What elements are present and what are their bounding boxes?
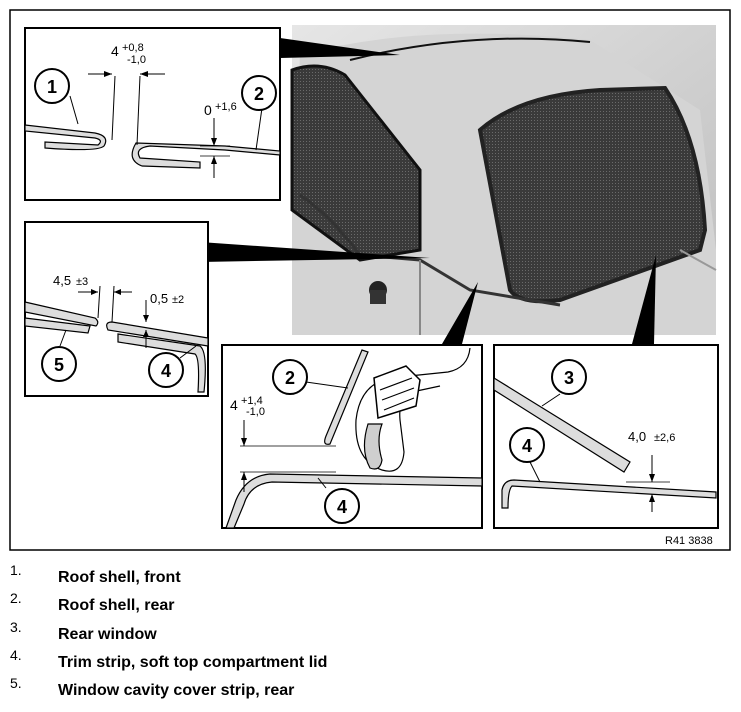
pointer-wedge — [280, 38, 400, 58]
svg-text:5: 5 — [54, 355, 64, 375]
detail-panel-roof-shells — [24, 27, 281, 201]
dimension-label: 4 +1,4 -1,0 — [230, 395, 265, 418]
callout-5: 5 — [41, 346, 77, 382]
svg-text:4: 4 — [337, 497, 347, 517]
svg-text:4: 4 — [230, 397, 238, 413]
legend-item: 2. Roof shell, rear — [0, 590, 741, 618]
dimension-label: 4,0 ±2,6 — [628, 429, 675, 444]
legend-number: 3. — [10, 619, 22, 635]
dimension-label: 0,5 ±2 — [150, 291, 184, 306]
svg-text:2: 2 — [285, 368, 295, 388]
legend-text: Rear window — [58, 626, 157, 643]
pointer-wedge — [200, 242, 430, 262]
side-window — [290, 64, 422, 262]
callout-1: 1 — [34, 68, 70, 104]
legend-text: Roof shell, front — [58, 569, 181, 586]
legend-number: 4. — [10, 647, 22, 663]
legend-number: 1. — [10, 562, 22, 578]
detail-panel-rear-window — [493, 344, 719, 529]
dimension-label: 4,5 ±3 — [53, 273, 88, 288]
callout-4: 4 — [509, 427, 545, 463]
pointer-wedge — [632, 255, 656, 344]
svg-text:3: 3 — [564, 368, 574, 388]
svg-text:0: 0 — [204, 102, 212, 118]
legend-number: 5. — [10, 675, 22, 691]
svg-text:±2: ±2 — [172, 294, 184, 306]
reference-code: R41 3838 — [665, 535, 713, 547]
svg-text:±2,6: ±2,6 — [654, 432, 675, 444]
callout-2: 2 — [241, 75, 277, 111]
detail-panel-window-seal — [221, 344, 483, 529]
dimension-label: 4 +0,8 -1,0 — [111, 42, 146, 66]
callout-4: 4 — [324, 488, 360, 524]
svg-text:+1,6: +1,6 — [215, 101, 237, 113]
svg-text:1: 1 — [47, 77, 57, 97]
legend-text: Roof shell, rear — [58, 597, 175, 614]
pointer-wedge — [442, 282, 478, 344]
svg-text:+1,4: +1,4 — [241, 395, 263, 407]
callout-4: 4 — [148, 352, 184, 388]
svg-text:-1,0: -1,0 — [127, 54, 146, 66]
svg-text:0,5: 0,5 — [150, 291, 168, 306]
technical-diagram: 1 2 5 4 2 4 3 4 4 +0,8 -1,0 0 +1,6 4,5 ±… — [9, 9, 731, 551]
legend-text: Window cavity cover strip, rear — [58, 682, 295, 699]
dimension-label: 0 +1,6 — [204, 101, 237, 118]
callout-2: 2 — [272, 359, 308, 395]
legend-item: 1. Roof shell, front — [0, 562, 741, 590]
svg-text:4,5: 4,5 — [53, 273, 71, 288]
legend-item: 3. Rear window — [0, 619, 741, 647]
svg-text:+0,8: +0,8 — [122, 42, 144, 54]
svg-text:4: 4 — [111, 43, 119, 59]
svg-text:4: 4 — [522, 436, 532, 456]
svg-text:-1,0: -1,0 — [246, 406, 265, 418]
svg-text:2: 2 — [254, 84, 264, 104]
svg-text:4: 4 — [161, 361, 171, 381]
svg-text:4,0: 4,0 — [628, 429, 646, 444]
legend-item: 5. Window cavity cover strip, rear — [0, 675, 741, 703]
legend-number: 2. — [10, 590, 22, 606]
callout-3: 3 — [551, 359, 587, 395]
legend-item: 4. Trim strip, soft top compartment lid — [0, 647, 741, 675]
legend-text: Trim strip, soft top compartment lid — [58, 654, 328, 671]
car-photo — [290, 25, 717, 335]
svg-text:±3: ±3 — [76, 276, 88, 288]
